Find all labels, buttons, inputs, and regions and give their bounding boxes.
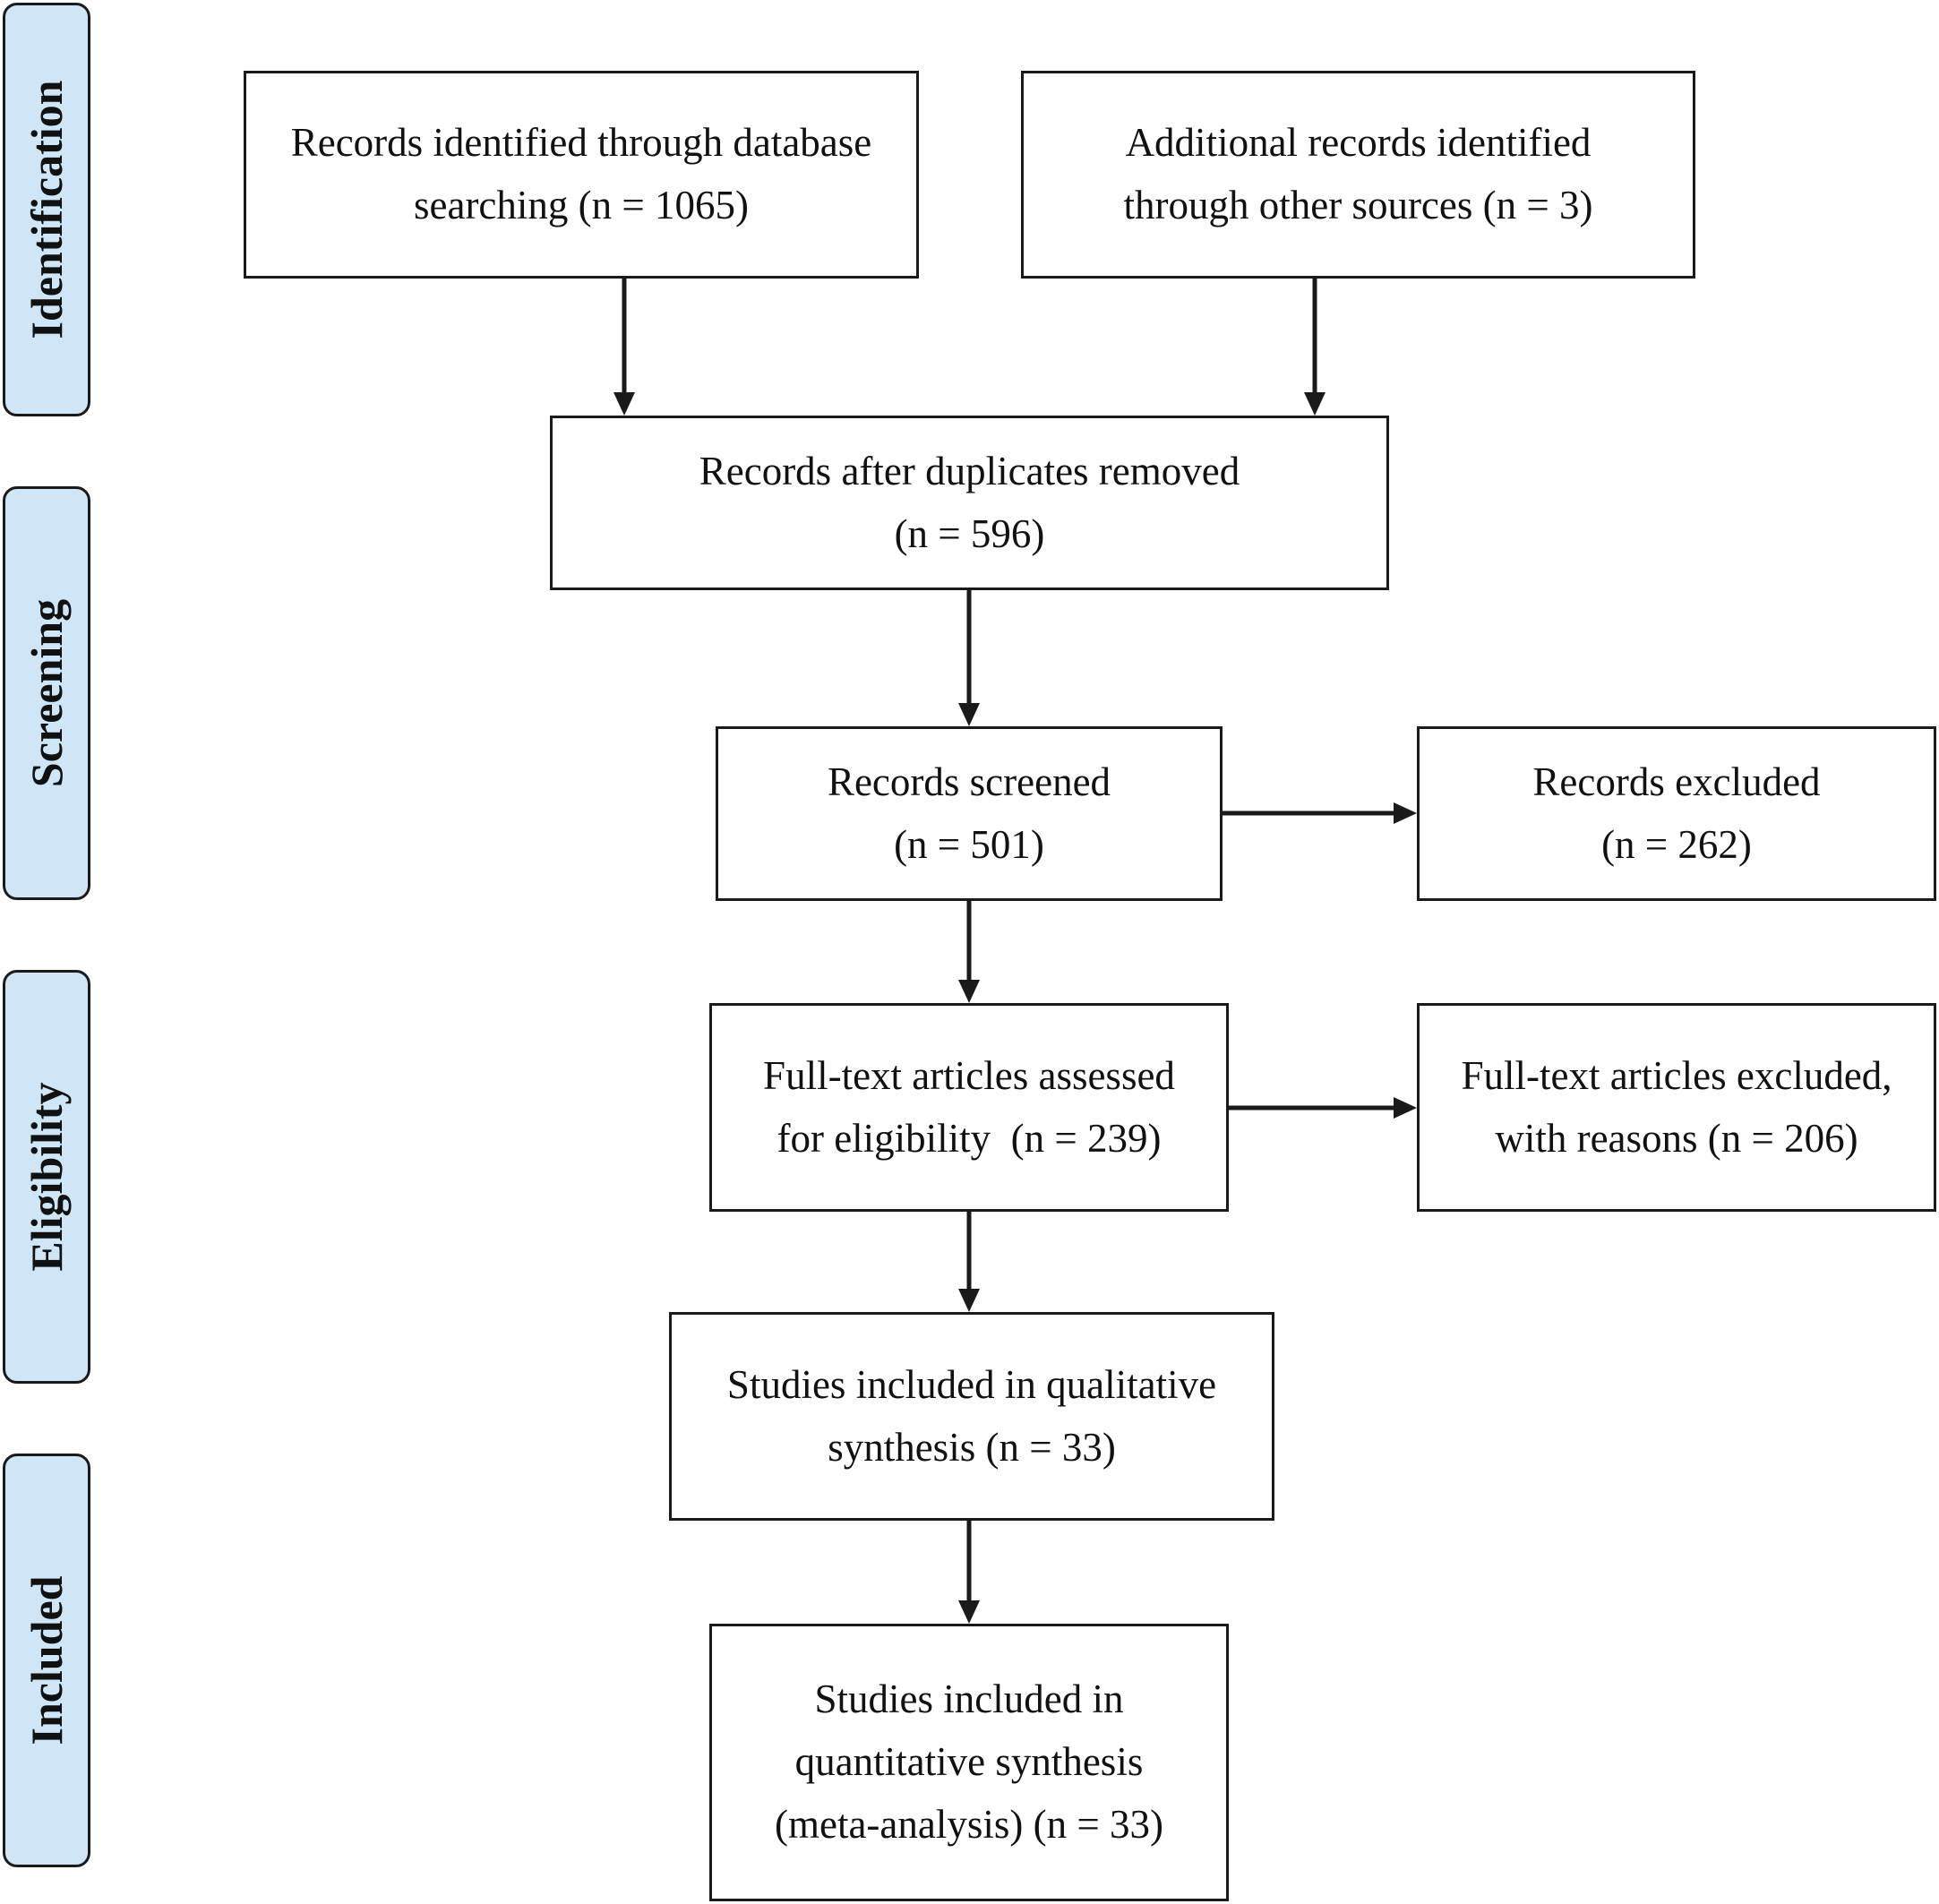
arrowhead (958, 703, 980, 726)
box-line: Full-text articles assessed (763, 1052, 1175, 1098)
phase-screening-label: Screening (21, 598, 72, 788)
phase-eligibility-label: Eligibility (21, 1082, 72, 1272)
box-fulltext-excluded: Full-text articles excluded, with reason… (1417, 1003, 1936, 1212)
phase-identification-label: Identification (21, 80, 72, 339)
arrowhead (958, 1289, 980, 1312)
phase-identification: Identification (3, 3, 90, 416)
box-line: quantitative synthesis (794, 1739, 1144, 1785)
box-records-screened: Records screened (n = 501) (716, 726, 1223, 901)
phase-eligibility: Eligibility (3, 970, 90, 1384)
box-line: Full-text articles excluded, (1461, 1052, 1892, 1098)
arrowhead (613, 392, 635, 416)
box-line: Records screened (827, 759, 1111, 804)
box-qualitative-synthesis: Studies included in qualitative synthesi… (669, 1312, 1274, 1521)
box-line: Records after duplicates removed (699, 448, 1240, 493)
box-line: (n = 501) (894, 821, 1044, 867)
phase-included: Included (3, 1454, 90, 1867)
box-line: Studies included in (814, 1677, 1124, 1722)
box-database-records: Records identified through database sear… (244, 71, 919, 279)
box-fulltext-assessed: Full-text articles assessed for eligibil… (709, 1003, 1229, 1212)
box-line: with reasons (n = 206) (1495, 1115, 1858, 1161)
arrowhead (1394, 1097, 1417, 1119)
arrowhead (958, 980, 980, 1003)
box-line: through other sources (n = 3) (1123, 183, 1593, 227)
box-line: for eligibility (n = 239) (776, 1115, 1162, 1161)
box-after-duplicates: Records after duplicates removed (n = 59… (550, 416, 1389, 590)
box-line: searching (n = 1065) (413, 183, 750, 227)
box-line: Records identified through database (290, 120, 872, 166)
box-other-sources: Additional records identified through ot… (1021, 71, 1695, 279)
box-records-excluded: Records excluded (n = 262) (1417, 726, 1936, 901)
box-line: Additional records identified (1125, 120, 1592, 166)
box-quantitative-synthesis: Studies included in quantitative synthes… (709, 1624, 1229, 1901)
arrowhead (1394, 802, 1417, 824)
box-line: (meta-analysis) (n = 33) (775, 1801, 1163, 1847)
box-line: Records excluded (1532, 759, 1821, 804)
phase-screening: Screening (3, 486, 90, 900)
box-line: synthesis (n = 33) (828, 1424, 1116, 1470)
box-line: (n = 262) (1601, 821, 1752, 867)
phase-included-label: Included (21, 1575, 72, 1745)
arrowhead (958, 1600, 980, 1624)
box-line: (n = 596) (894, 510, 1045, 556)
box-line: Studies included in qualitative (726, 1361, 1217, 1407)
arrowhead (1304, 392, 1326, 416)
